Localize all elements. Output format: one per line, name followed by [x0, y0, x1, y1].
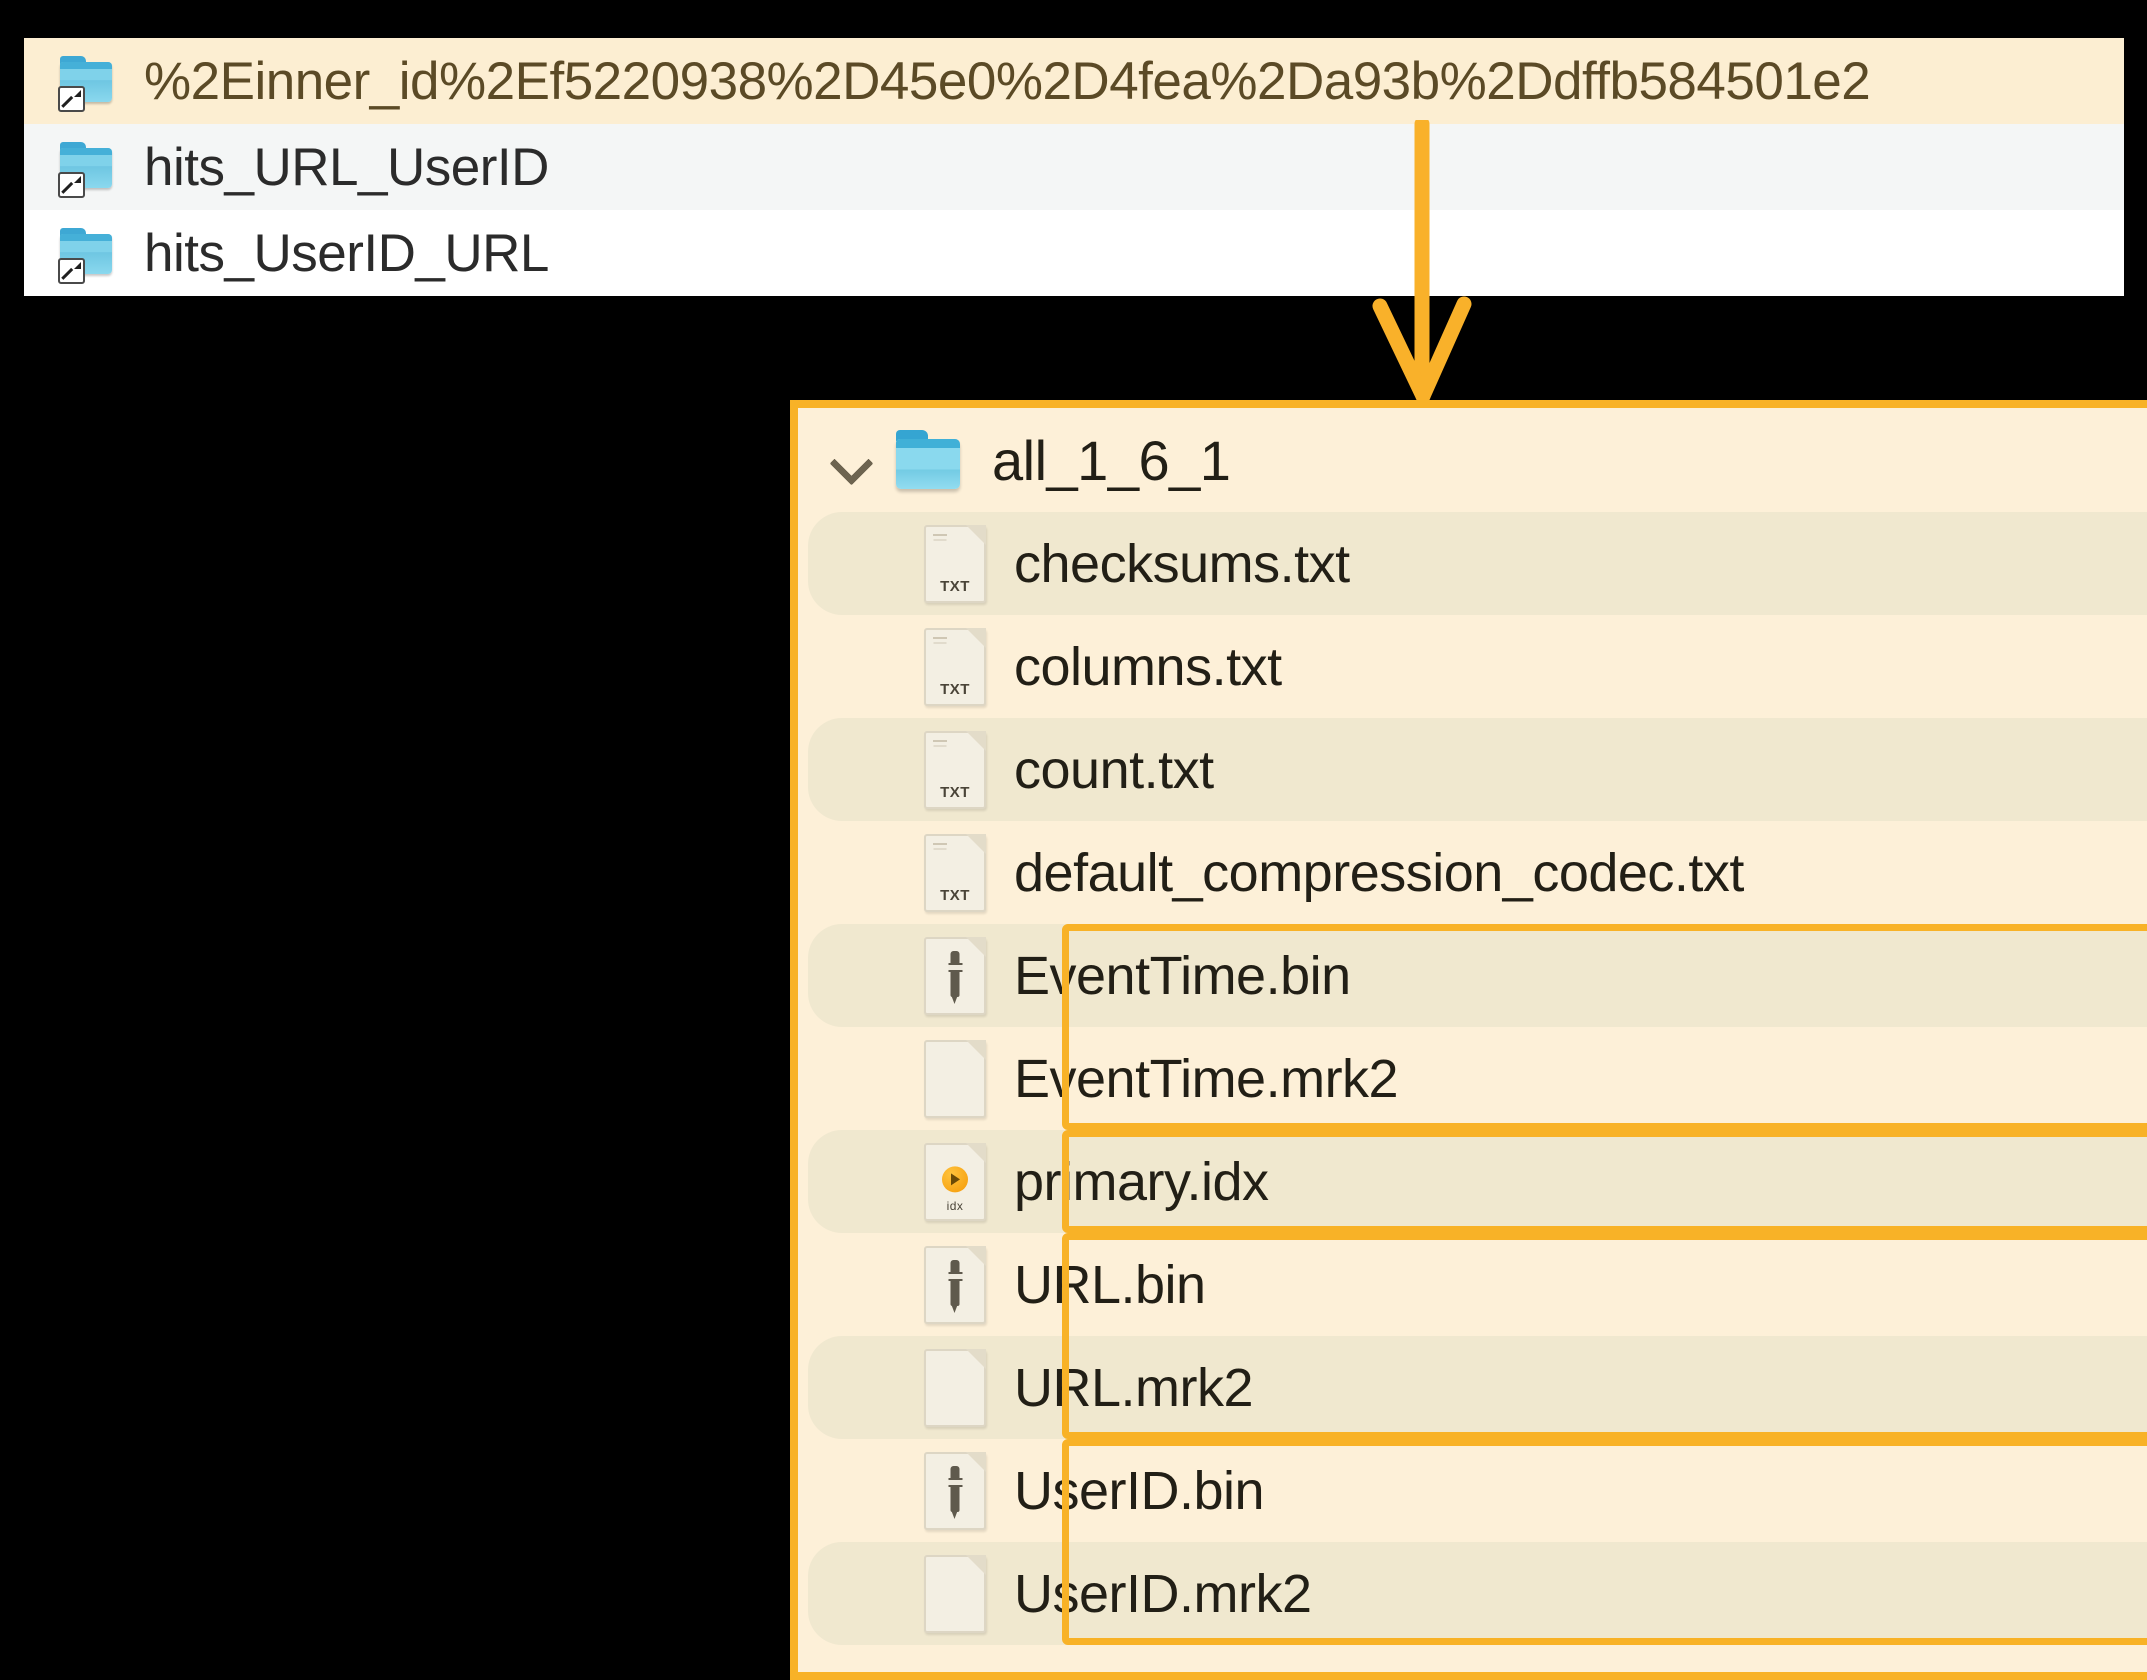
- list-item-label: hits_UserID_URL: [144, 223, 549, 283]
- file-row[interactable]: URL.bin: [798, 1233, 2147, 1336]
- file-row[interactable]: UserID.mrk2: [798, 1542, 2147, 1645]
- bin-file-icon: [922, 1245, 988, 1324]
- list-item-label: hits_URL_UserID: [144, 137, 549, 197]
- file-row[interactable]: idx primary.idx: [798, 1130, 2147, 1233]
- file-ext-label: TXT: [940, 680, 970, 698]
- txt-file-icon: TXT: [922, 730, 988, 809]
- mrk-file-icon: [922, 1039, 988, 1118]
- directory-list-panel: %2Einner_id%2Ef5220938%2D45e0%2D4fea%2Da…: [24, 38, 2124, 296]
- file-row[interactable]: TXT checksums.txt: [798, 512, 2147, 615]
- file-row[interactable]: EventTime.mrk2: [798, 1027, 2147, 1130]
- folder-shortcut-icon: [58, 225, 118, 284]
- file-name-label: UserID.mrk2: [1014, 1563, 1312, 1624]
- file-name-label: UserID.bin: [1014, 1460, 1265, 1521]
- file-ext-label: idx: [946, 1198, 964, 1213]
- file-name-label: default_compression_codec.txt: [1014, 842, 1744, 903]
- bin-file-icon: [922, 1451, 988, 1530]
- list-item[interactable]: hits_URL_UserID: [24, 124, 2124, 210]
- file-row[interactable]: TXT columns.txt: [798, 615, 2147, 718]
- txt-file-icon: TXT: [922, 833, 988, 912]
- file-name-label: columns.txt: [1014, 636, 1282, 697]
- folder-shortcut-icon: [58, 53, 118, 112]
- folder-name-label: all_1_6_1: [992, 428, 1231, 492]
- file-name-label: EventTime.bin: [1014, 945, 1351, 1006]
- file-name-label: checksums.txt: [1014, 533, 1350, 594]
- mrk-file-icon: [922, 1554, 988, 1633]
- file-row[interactable]: TXT count.txt: [798, 718, 2147, 821]
- file-ext-label: TXT: [940, 783, 970, 801]
- file-name-label: primary.idx: [1014, 1151, 1269, 1212]
- chevron-down-icon[interactable]: [826, 436, 874, 484]
- txt-file-icon: TXT: [922, 627, 988, 706]
- file-row[interactable]: UserID.bin: [798, 1439, 2147, 1542]
- list-item[interactable]: %2Einner_id%2Ef5220938%2D45e0%2D4fea%2Da…: [24, 38, 2124, 124]
- expanded-part-folder-panel: all_1_6_1 TXT checksums.txt TXT columns.…: [790, 400, 2147, 1680]
- file-row[interactable]: URL.mrk2: [798, 1336, 2147, 1439]
- file-name-label: count.txt: [1014, 739, 1214, 800]
- file-name-label: EventTime.mrk2: [1014, 1048, 1399, 1109]
- mrk-file-icon: [922, 1348, 988, 1427]
- folder-header-row[interactable]: all_1_6_1: [798, 408, 2147, 512]
- bin-file-icon: [922, 936, 988, 1015]
- list-item-label: %2Einner_id%2Ef5220938%2D45e0%2D4fea%2Da…: [144, 51, 1871, 111]
- txt-file-icon: TXT: [922, 524, 988, 603]
- idx-file-icon: idx: [922, 1142, 988, 1221]
- file-name-label: URL.mrk2: [1014, 1357, 1254, 1418]
- file-ext-label: TXT: [940, 886, 970, 904]
- file-name-label: URL.bin: [1014, 1254, 1206, 1315]
- file-ext-label: TXT: [940, 577, 970, 595]
- folder-shortcut-icon: [58, 139, 118, 198]
- folder-icon: [894, 430, 966, 490]
- list-item[interactable]: hits_UserID_URL: [24, 210, 2124, 296]
- file-row[interactable]: TXT default_compression_codec.txt: [798, 821, 2147, 924]
- file-row[interactable]: EventTime.bin: [798, 924, 2147, 1027]
